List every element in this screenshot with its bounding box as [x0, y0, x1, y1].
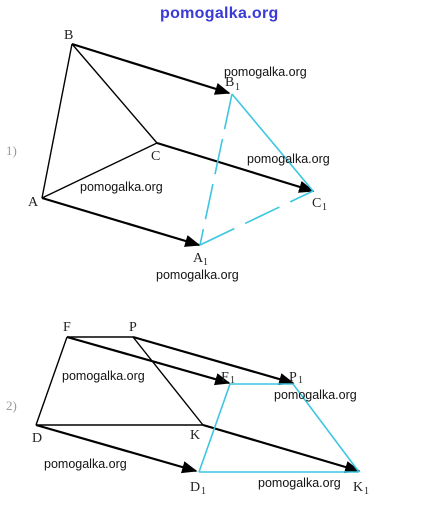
label-p: P: [129, 320, 137, 335]
figure-2: 2) F P D K F 1 P 1 D 1 K 1 pomogalka.org…: [6, 320, 369, 497]
label-d1-subscript: 1: [201, 486, 206, 497]
label-c: C: [151, 149, 160, 164]
segment-ab: [41, 43, 73, 199]
watermark: pomogalka.org: [247, 152, 330, 166]
watermark: pomogalka.org: [224, 65, 307, 79]
watermark-top: pomogalka.org: [160, 5, 279, 22]
label-f1-subscript: 1: [230, 375, 235, 386]
watermark: pomogalka.org: [80, 180, 163, 194]
label-b: B: [64, 28, 73, 43]
label-d: D: [32, 431, 42, 446]
watermark: pomogalka.org: [274, 388, 357, 402]
segment-bc: [71, 43, 158, 144]
segment-b1c1: [231, 93, 314, 192]
label-a1-subscript: 1: [203, 257, 208, 268]
vector-f-f1: [66, 335, 231, 386]
label-k1: K: [353, 480, 363, 495]
vector-b-b1: [71, 42, 231, 95]
figure-1-number: 1): [6, 143, 17, 158]
label-a: A: [28, 195, 39, 210]
segment-p1k1: [292, 383, 360, 473]
label-b1: B: [225, 75, 234, 90]
watermark: pomogalka.org: [44, 457, 127, 471]
watermark: pomogalka.org: [156, 268, 239, 282]
vector-p-p1: [132, 335, 295, 386]
label-p1-subscript: 1: [298, 375, 303, 386]
vector-d-d1: [35, 423, 198, 474]
segment-a1c1: [199, 190, 314, 246]
label-c1-subscript: 1: [322, 202, 327, 213]
label-c1: C: [312, 196, 321, 211]
watermark: pomogalka.org: [258, 476, 341, 490]
figure-1: 1) B A C B 1 C 1 A 1 pomogalka.org pomog…: [6, 28, 330, 282]
label-a1: A: [193, 251, 204, 266]
label-k1-subscript: 1: [364, 486, 369, 497]
label-b1-subscript: 1: [235, 82, 240, 93]
segment-df: [35, 336, 68, 426]
segment-ac: [41, 142, 158, 199]
figure-2-number: 2): [6, 398, 17, 413]
segment-d1f1: [198, 383, 231, 473]
segment-pk: [132, 336, 204, 426]
vector-c-c1: [156, 141, 315, 193]
label-p1: P: [289, 370, 297, 385]
watermark: pomogalka.org: [62, 369, 145, 383]
label-f1: F: [221, 370, 229, 385]
segment-a1b1: [199, 93, 233, 246]
vector-k-k1: [202, 423, 361, 473]
label-d1: D: [190, 480, 200, 495]
label-f: F: [63, 320, 71, 335]
vector-a-a1: [41, 196, 201, 247]
label-k: K: [190, 428, 200, 443]
